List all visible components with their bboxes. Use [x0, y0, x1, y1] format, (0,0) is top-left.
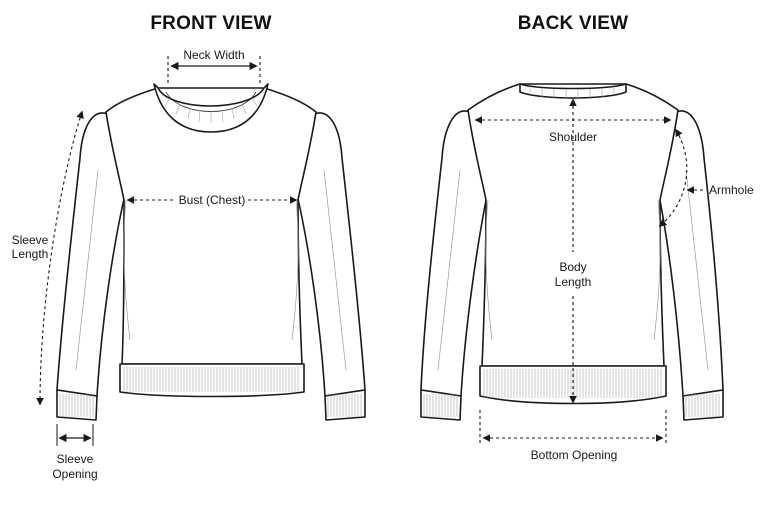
front-hem-band — [119, 363, 305, 398]
bottom-opening-dimension: Bottom Opening — [479, 410, 667, 462]
neck-width-dimension: Neck Width — [167, 48, 261, 84]
front-hem-ribbing — [123, 367, 299, 392]
sleeve-length-label-line1: Sleeve — [12, 233, 49, 247]
front-sweatshirt — [56, 83, 366, 421]
body-length-dimension: Body Length — [555, 98, 592, 404]
back-cuff-ribbing — [423, 394, 720, 417]
sleeve-length-dimension: Sleeve Length — [12, 110, 84, 406]
back-collar-ribbing — [529, 87, 615, 98]
sleeve-length-label-line2: Length — [12, 247, 49, 261]
front-right-sleeve — [295, 112, 366, 397]
back-collar — [519, 83, 627, 99]
back-view-title: BACK VIEW — [518, 13, 629, 34]
front-collar — [153, 83, 269, 133]
armhole-dimension: Armhole — [658, 128, 754, 228]
back-hem-band — [479, 365, 667, 405]
neck-width-label: Neck Width — [183, 48, 244, 62]
armhole-label: Armhole — [709, 183, 754, 197]
front-collar-ribbing — [164, 97, 258, 123]
front-cuff-ribbing — [59, 394, 362, 417]
body-length-label-line1: Body — [559, 260, 586, 274]
back-left-sleeve — [420, 110, 489, 397]
bottom-opening-label: Bottom Opening — [531, 448, 618, 462]
sleeve-opening-dimension: Sleeve Opening — [52, 424, 98, 481]
sleeve-opening-label-line2: Opening — [52, 467, 97, 481]
sleeve-opening-label-line1: Sleeve — [57, 452, 94, 466]
back-hem-ribbing — [483, 369, 662, 398]
front-view-title: FRONT VIEW — [150, 13, 271, 34]
back-sweatshirt — [420, 83, 724, 421]
bust-dimension: Bust (Chest) — [126, 193, 298, 207]
body-length-label-line2: Length — [555, 275, 592, 289]
bust-label: Bust (Chest) — [179, 193, 246, 207]
